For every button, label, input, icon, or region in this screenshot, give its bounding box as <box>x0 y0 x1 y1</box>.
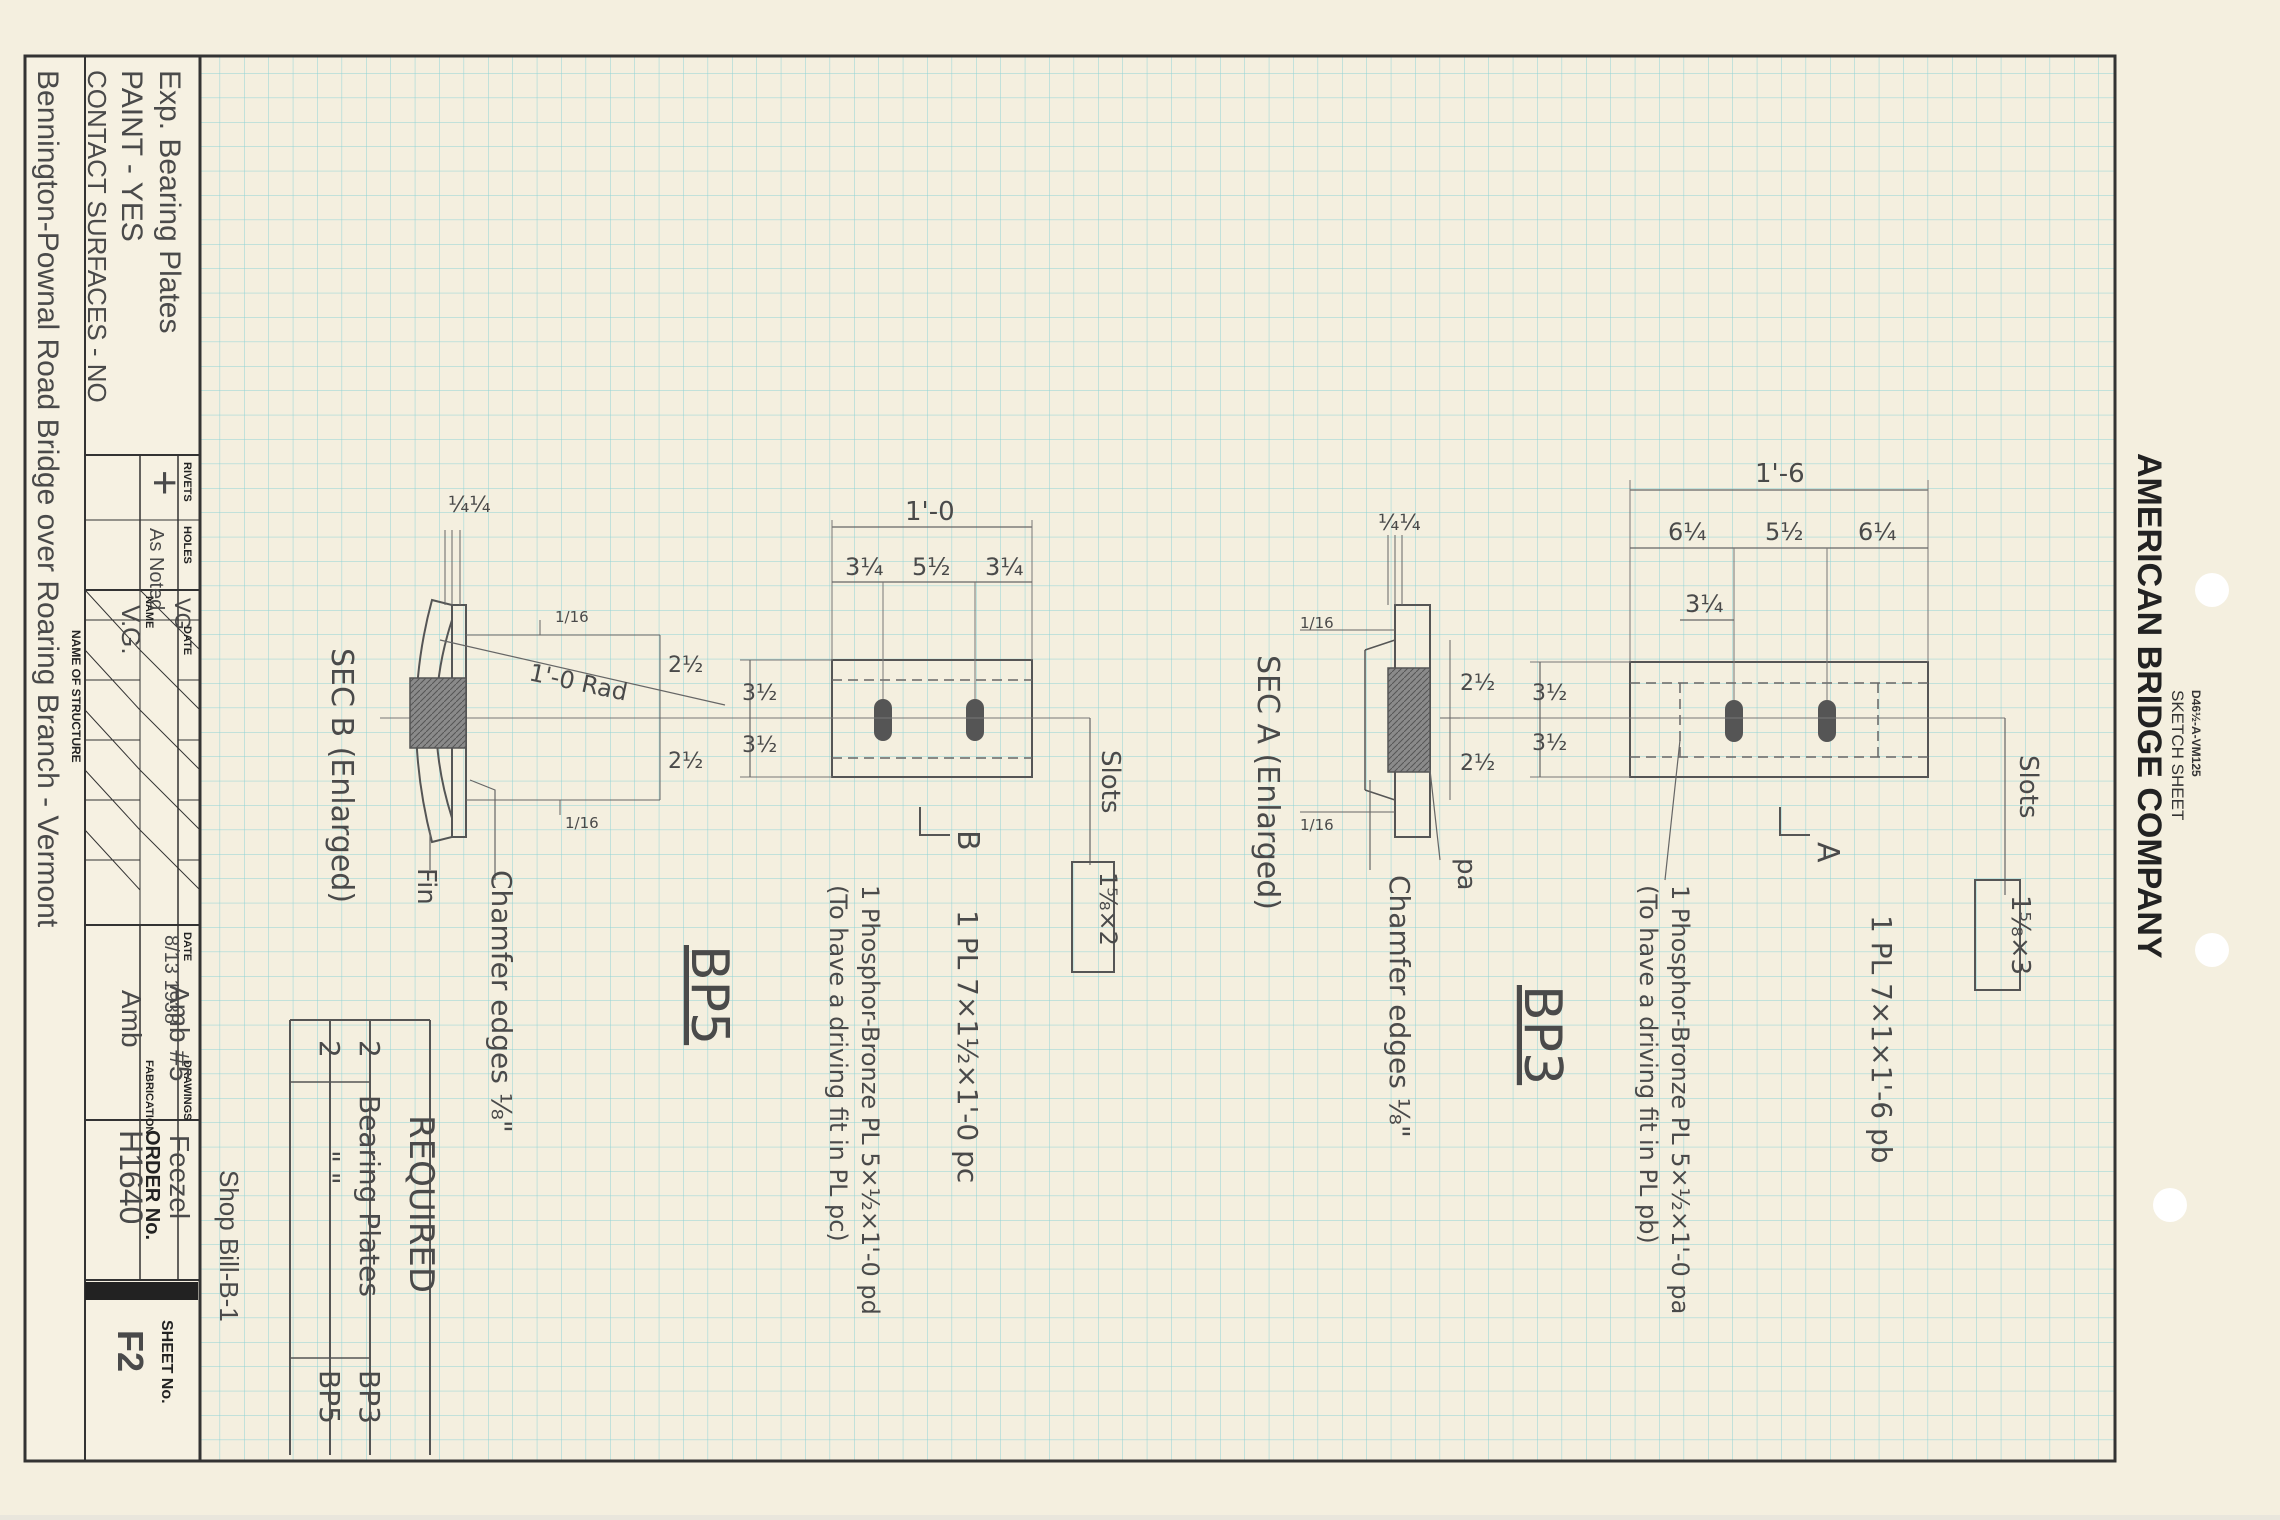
bp3-plan: 1'-6 6¼ 5½ 6¼ 3¼ 3½ 3½ A Slots 1⅝×3 1 PL… <box>1460 459 2043 1314</box>
label-structure: NAME OF STRUCTURE <box>69 630 83 763</box>
sec-b-d2: 2½ <box>668 749 703 774</box>
bp3-dim-h2: 3½ <box>1532 731 1567 756</box>
label-holes: HOLES <box>181 526 193 564</box>
bp5-dim-h1: 3½ <box>742 681 777 706</box>
punch-hole-bottom <box>2153 1188 2187 1222</box>
sec-a-title: SEC A (Enlarged) <box>1250 655 1285 910</box>
holes-value: As Noted <box>145 528 167 610</box>
sheet-type: SKETCH SHEET <box>2168 690 2187 820</box>
label-date-2: DATE <box>181 932 193 961</box>
req-row1-desc: Bearing Plates <box>353 1095 386 1297</box>
punch-hole-top <box>2195 573 2229 607</box>
bp5-dim-h2: 3½ <box>742 733 777 758</box>
bp5-plate: 1 PL 7×1½×1'-0 pc <box>951 910 984 1183</box>
label-sheet-no: SHEET No. <box>158 1320 175 1404</box>
req-row2-mark: BP5 <box>313 1370 346 1424</box>
bp5-slots-size: 1⅝×2 <box>1094 872 1122 946</box>
bp5-dim-center: 5½ <box>912 553 951 581</box>
label-name: NAME <box>143 596 155 628</box>
desc-line-3: CONTACT SURFACES - NO <box>82 70 112 403</box>
bp5-slots-label: Slots <box>1095 750 1125 813</box>
bp5-dim-overall: 1'-0 <box>905 497 955 527</box>
sec-b-chamfer-note: Chamfer edges ⅛" <box>485 870 518 1133</box>
sec-a-d1: 2½ <box>1460 671 1495 696</box>
label-date: DATE <box>181 626 193 655</box>
drawings-by: Feezel <box>164 1135 195 1219</box>
order-no-value: H1640 <box>113 1130 149 1224</box>
label-rivets: RIVETS <box>181 462 193 502</box>
bp3-slots-size: 1⅝×3 <box>2005 895 2035 975</box>
sec-a-chamfer-1: 1/16 <box>1300 614 1334 632</box>
sheet-no-value: F2 <box>110 1330 151 1372</box>
sec-a-chamfer-note: Chamfer edges ⅛" <box>1383 875 1416 1138</box>
bp5-bronze-1: 1 Phosphor-Bronze PL 5×½×1'-0 pd <box>856 885 884 1315</box>
req-row2-qty: 2 <box>313 1040 346 1058</box>
form-number: D46½-A-VM125 <box>2189 690 2203 777</box>
desc-line-1: Exp. Bearing Plates <box>153 70 186 333</box>
bp5-dim-left: 3¼ <box>845 553 884 581</box>
label-order-no: ORDER No. <box>141 1130 163 1240</box>
grid-area <box>200 56 2115 1461</box>
bp3-dim-h1: 3½ <box>1532 681 1567 706</box>
bp3-section-ref: A <box>1810 842 1845 863</box>
sec-b-top: ¼¼ <box>448 493 491 518</box>
req-row2-desc: " " <box>313 1150 346 1185</box>
structure-name: Bennington-Pownal Road Bridge over Roari… <box>31 70 64 928</box>
req-row1-mark: BP3 <box>353 1370 386 1424</box>
bp3-dim-offset: 3¼ <box>1685 590 1724 618</box>
order-bar <box>85 1282 198 1300</box>
date-value: 8/13 1938 <box>160 935 182 1024</box>
initials-1: VG <box>170 598 195 630</box>
bp5-dim-right: 3¼ <box>985 553 1024 581</box>
label-drawings: DRAWINGS <box>181 1060 193 1121</box>
sec-b-chamfer-1: 1/16 <box>555 608 589 626</box>
company-name: AMERICAN BRIDGE COMPANY <box>2130 453 2168 959</box>
sec-a-chamfer-2: 1/16 <box>1300 816 1334 834</box>
bp3-slots-label: Slots <box>2013 755 2043 818</box>
rivets-value: + <box>140 470 189 496</box>
bp3-section-a: ¼¼ 1/16 1/16 2½ 2½ pa Chamfer edges ⅛" S… <box>1250 511 1495 1138</box>
sec-b-d1: 2½ <box>668 653 703 678</box>
sec-b-chamfer-2: 1/16 <box>565 814 599 832</box>
bp3-plate: 1 PL 7×1×1'-6 pb <box>1865 915 1898 1164</box>
bp5-section-ref: B <box>950 830 985 851</box>
bp3-mark: BP3 <box>1512 985 1572 1085</box>
drawings-value: Amb #5 <box>164 985 195 1082</box>
sec-a-d2: 2½ <box>1460 751 1495 776</box>
required-title: REQUIRED <box>401 1115 441 1293</box>
sec-b-fin: Fin <box>411 868 441 905</box>
fabrication-value: Amb <box>116 990 147 1048</box>
bp3-bronze-1: 1 Phosphor-Bronze PL 5×½×1'-0 pa <box>1666 885 1694 1314</box>
bp5-bronze-2: (To have a driving fit in PL pc) <box>824 885 852 1242</box>
bp5-section-b: ¼¼ 1/16 1/16 1'-0 Rad 2½ 2½ Fin Chamfer … <box>324 493 726 1133</box>
shop-ref: Shop Bill-B-1 <box>214 1170 244 1322</box>
req-row1-qty: 2 <box>353 1040 386 1058</box>
bp3-dim-overall: 1'-6 <box>1755 459 1805 489</box>
sec-a-pa: pa <box>1451 858 1481 890</box>
bp3-dim-center: 5½ <box>1765 518 1804 546</box>
required-table: REQUIRED 2 Bearing Plates BP3 2 " " BP5 <box>289 1019 441 1455</box>
bp3-bronze-2: (To have a driving fit in PL pb) <box>1634 885 1662 1244</box>
desc-line-2: PAINT - YES <box>115 70 148 242</box>
sec-b-title: SEC B (Enlarged) <box>324 648 359 903</box>
initials-2: V.G. <box>116 605 146 655</box>
bp5-mark: BP5 <box>679 945 739 1045</box>
bp3-dim-right: 6¼ <box>1858 518 1897 546</box>
bp3-dim-left: 6¼ <box>1668 518 1707 546</box>
punch-hole-middle <box>2195 933 2229 967</box>
bp5-plan: 1'-0 3¼ 5½ 3¼ 3½ 3½ B Slots 1⅝×2 1 PL 7×… <box>380 497 1125 1315</box>
label-fabrication: FABRICATION <box>143 1060 155 1134</box>
title-block <box>23 54 202 1463</box>
sec-a-top: ¼¼ <box>1378 511 1421 536</box>
